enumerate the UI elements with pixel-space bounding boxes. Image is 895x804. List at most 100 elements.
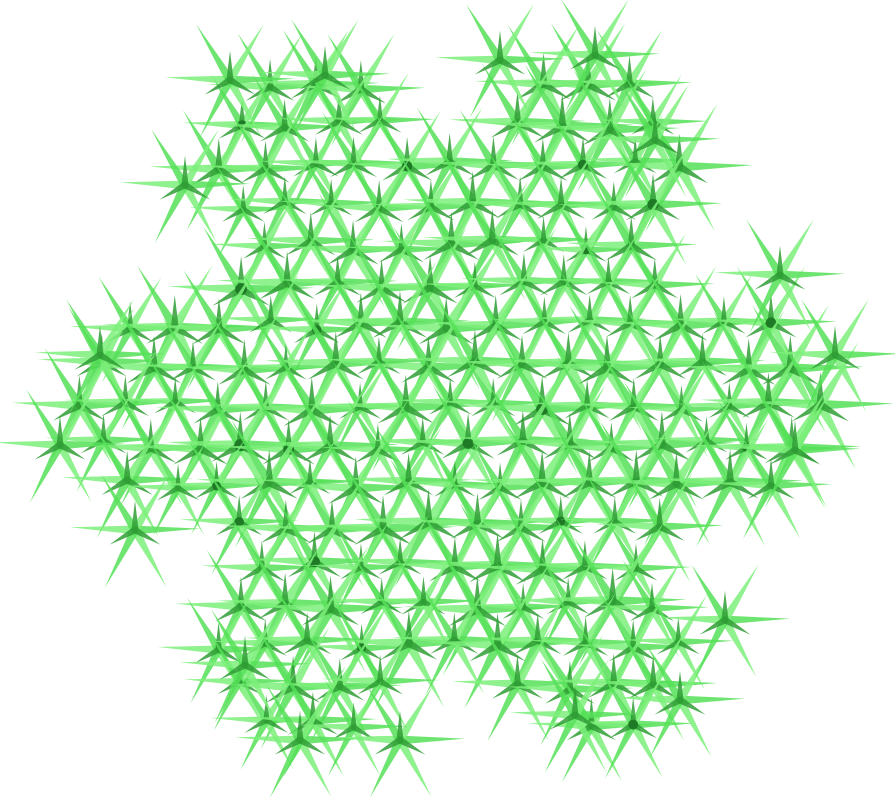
star-spike (152, 486, 182, 537)
star-spike (539, 24, 580, 87)
star-spike (569, 51, 597, 70)
star-core (606, 125, 614, 134)
star-spike (566, 476, 637, 486)
star-spike (668, 317, 725, 325)
star-spike (473, 564, 543, 574)
star-spike (279, 503, 319, 565)
star-spike (611, 320, 681, 330)
star-spike (601, 594, 637, 650)
star-spike (471, 240, 503, 288)
star-spike (428, 320, 496, 330)
star-spike (373, 111, 411, 169)
star-spike (581, 398, 615, 451)
star-spike (634, 565, 658, 581)
star-spike (359, 86, 387, 104)
star-spike (265, 683, 295, 703)
star-spike (448, 399, 472, 415)
star-spike (625, 29, 663, 86)
star-core (591, 51, 599, 59)
star-spike (518, 334, 526, 365)
star-spike (327, 33, 365, 92)
star-spike (678, 394, 710, 443)
star-spike (566, 722, 594, 741)
star-spike (513, 91, 522, 123)
star-spike (460, 267, 500, 328)
star-spike (404, 640, 444, 708)
star-spike (627, 215, 635, 246)
star-spike (183, 270, 223, 332)
star-spike (409, 268, 451, 331)
star-spike (335, 93, 343, 122)
star-spike (183, 181, 211, 200)
star-spike (541, 80, 571, 100)
star-spike (721, 366, 751, 385)
star-core (241, 661, 249, 669)
star-spike (250, 222, 292, 286)
star-spike (582, 160, 646, 170)
star-spike (370, 202, 432, 211)
star-spike (587, 479, 617, 499)
star-spike (562, 639, 588, 656)
star-spike (614, 695, 681, 705)
star-spike (357, 358, 381, 375)
star-spike (194, 646, 221, 664)
star-spike (464, 412, 472, 444)
star-spike (754, 271, 782, 290)
star-spike (540, 216, 547, 241)
star-core (196, 445, 205, 453)
star-spike (147, 418, 155, 449)
star-spike (117, 392, 155, 451)
star-core (791, 446, 799, 454)
star-spike (699, 616, 727, 635)
star-spike (609, 626, 648, 686)
star-core (767, 482, 775, 489)
star-spike (307, 458, 313, 483)
star-spike (491, 227, 528, 284)
star-spike (831, 325, 839, 355)
star-spike (349, 219, 357, 250)
star-spike (483, 628, 522, 687)
star-spike (372, 318, 402, 338)
star-spike (532, 229, 568, 284)
star-spike (589, 135, 656, 145)
star-spike (403, 111, 441, 169)
star-spike (564, 52, 599, 113)
star-spike (306, 526, 334, 545)
star-spike (201, 381, 245, 448)
star-spike (442, 268, 483, 331)
star-spike (378, 465, 422, 531)
star-spike (594, 359, 661, 369)
star-spike (156, 485, 180, 501)
star-spike (506, 510, 547, 572)
star-spike (379, 116, 436, 125)
star-spike (214, 110, 255, 172)
star-spike (542, 318, 566, 335)
star-spike (519, 410, 527, 441)
star-spike (310, 236, 375, 246)
star-spike (157, 645, 219, 654)
star-spike (721, 590, 729, 620)
star-spike (539, 138, 547, 167)
star-spike (235, 495, 243, 522)
star-core (488, 236, 496, 244)
star-spike (316, 283, 382, 293)
star-spike (291, 19, 329, 78)
star-spike (579, 233, 612, 284)
star-spike (296, 684, 334, 743)
star-spike (651, 110, 659, 140)
star-spike (246, 236, 311, 246)
star-spike (488, 181, 529, 243)
star-spike (235, 357, 270, 410)
star-spike (267, 318, 298, 369)
star-spike (586, 271, 620, 323)
star-spike (310, 503, 350, 565)
star-spike (262, 243, 286, 259)
star-core (96, 351, 104, 359)
star-spike (131, 500, 139, 530)
star-spike (705, 318, 772, 328)
star-spike (557, 355, 591, 408)
star-core (632, 158, 639, 164)
star-spike (723, 616, 751, 635)
star-spike (123, 424, 162, 483)
